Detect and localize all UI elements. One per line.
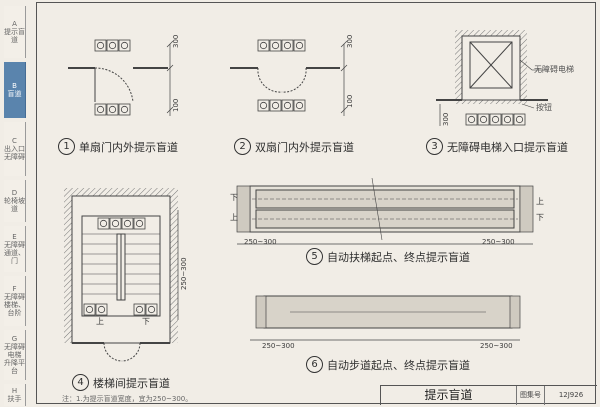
caption-number: 2: [234, 138, 251, 155]
stair-up-label: 上: [96, 317, 104, 326]
dim-label-100: 100: [172, 98, 180, 112]
tab-letter: A: [12, 20, 17, 28]
footnote: 注：1.为提示盲道宽度，宜为250~300。: [62, 395, 193, 403]
caption-5: 5 自动扶梯起点、终点提示盲道: [306, 248, 470, 265]
caption-text: 无障碍电梯入口提示盲道: [447, 140, 568, 154]
caption-text: 自动步道起点、终点提示盲道: [327, 358, 470, 372]
diagram-escalator: [236, 177, 534, 245]
caption-number: 5: [306, 248, 323, 265]
esc-down-label-right: 下: [536, 213, 544, 222]
caption-text: 双扇门内外提示盲道: [255, 140, 354, 154]
diagram-stairwell: [64, 188, 179, 362]
esc-dim-right: 250~300: [482, 238, 515, 246]
caption-text: 自动扶梯起点、终点提示盲道: [327, 250, 470, 264]
dim-label-300-2: 300: [346, 34, 354, 48]
caption-number: 6: [306, 356, 323, 373]
tab-letter: G: [11, 335, 18, 343]
caption-number: 1: [58, 138, 75, 155]
caption-4: 4 楼梯间提示盲道: [72, 374, 170, 391]
tab-label: 无障碍 楼梯、台阶: [4, 293, 25, 317]
tab-letter: E: [12, 233, 17, 241]
tab-label: 出入口 无障碍: [4, 145, 25, 161]
esc-up-label-right: 上: [536, 197, 544, 206]
dim-label-300: 300: [172, 34, 180, 48]
tactile-dots-bottom: [94, 103, 131, 116]
caption-text: 单扇门内外提示盲道: [79, 140, 178, 154]
dim-label-100-2: 100: [346, 94, 354, 108]
caption-text: 楼梯间提示盲道: [93, 376, 170, 390]
tab-label: 提示盲道: [4, 28, 25, 44]
tab-label: 无障碍电梯 升降平台: [4, 343, 25, 375]
dim-label-300-3: 300: [442, 112, 450, 126]
dim-label-stair: 250~300: [180, 257, 188, 290]
sheet-title: 提示盲道: [381, 386, 517, 405]
esc-down-label-left: 下: [230, 193, 238, 202]
caption-3: 3 无障碍电梯入口提示盲道: [426, 138, 568, 155]
title-block: 提示盲道 图集号 12J926: [380, 385, 597, 405]
caption-number: 3: [426, 138, 443, 155]
tab-letter: F: [12, 285, 17, 293]
tab-letter: H: [11, 387, 18, 395]
walk-dim-right: 250~300: [480, 342, 513, 350]
diagram-double-door: [230, 39, 348, 116]
drawing-frame: [36, 2, 596, 404]
caption-1: 1 单扇门内外提示盲道: [58, 138, 178, 155]
esc-up-label-left: 上: [230, 213, 238, 222]
tactile-dots-top: [94, 39, 131, 52]
caption-2: 2 双扇门内外提示盲道: [234, 138, 354, 155]
diagram-walkway: [250, 295, 521, 341]
caption-number: 4: [72, 374, 89, 391]
tab-label: 盲道: [7, 90, 22, 98]
atlas-label: 图集号: [517, 386, 545, 405]
tab-letter: B: [12, 82, 17, 90]
caption-6: 6 自动步道起点、终点提示盲道: [306, 356, 470, 373]
walk-dim-left: 250~300: [262, 342, 295, 350]
esc-dim-left: 250~300: [244, 238, 277, 246]
diagram-single-door: [68, 39, 174, 116]
diagram-elevator: [436, 30, 548, 126]
tab-label: 轮椅坡道: [4, 197, 25, 213]
button-label: 按钮: [536, 103, 552, 112]
tab-label: 无障碍 通道、门: [4, 241, 25, 265]
atlas-number: 12J926: [558, 391, 584, 399]
tab-label: 扶手: [7, 395, 22, 403]
stair-down-label: 下: [142, 317, 150, 326]
elevator-label: 无障碍电梯: [534, 65, 574, 74]
tab-letter: C: [12, 137, 17, 145]
tab-letter: D: [11, 189, 18, 197]
